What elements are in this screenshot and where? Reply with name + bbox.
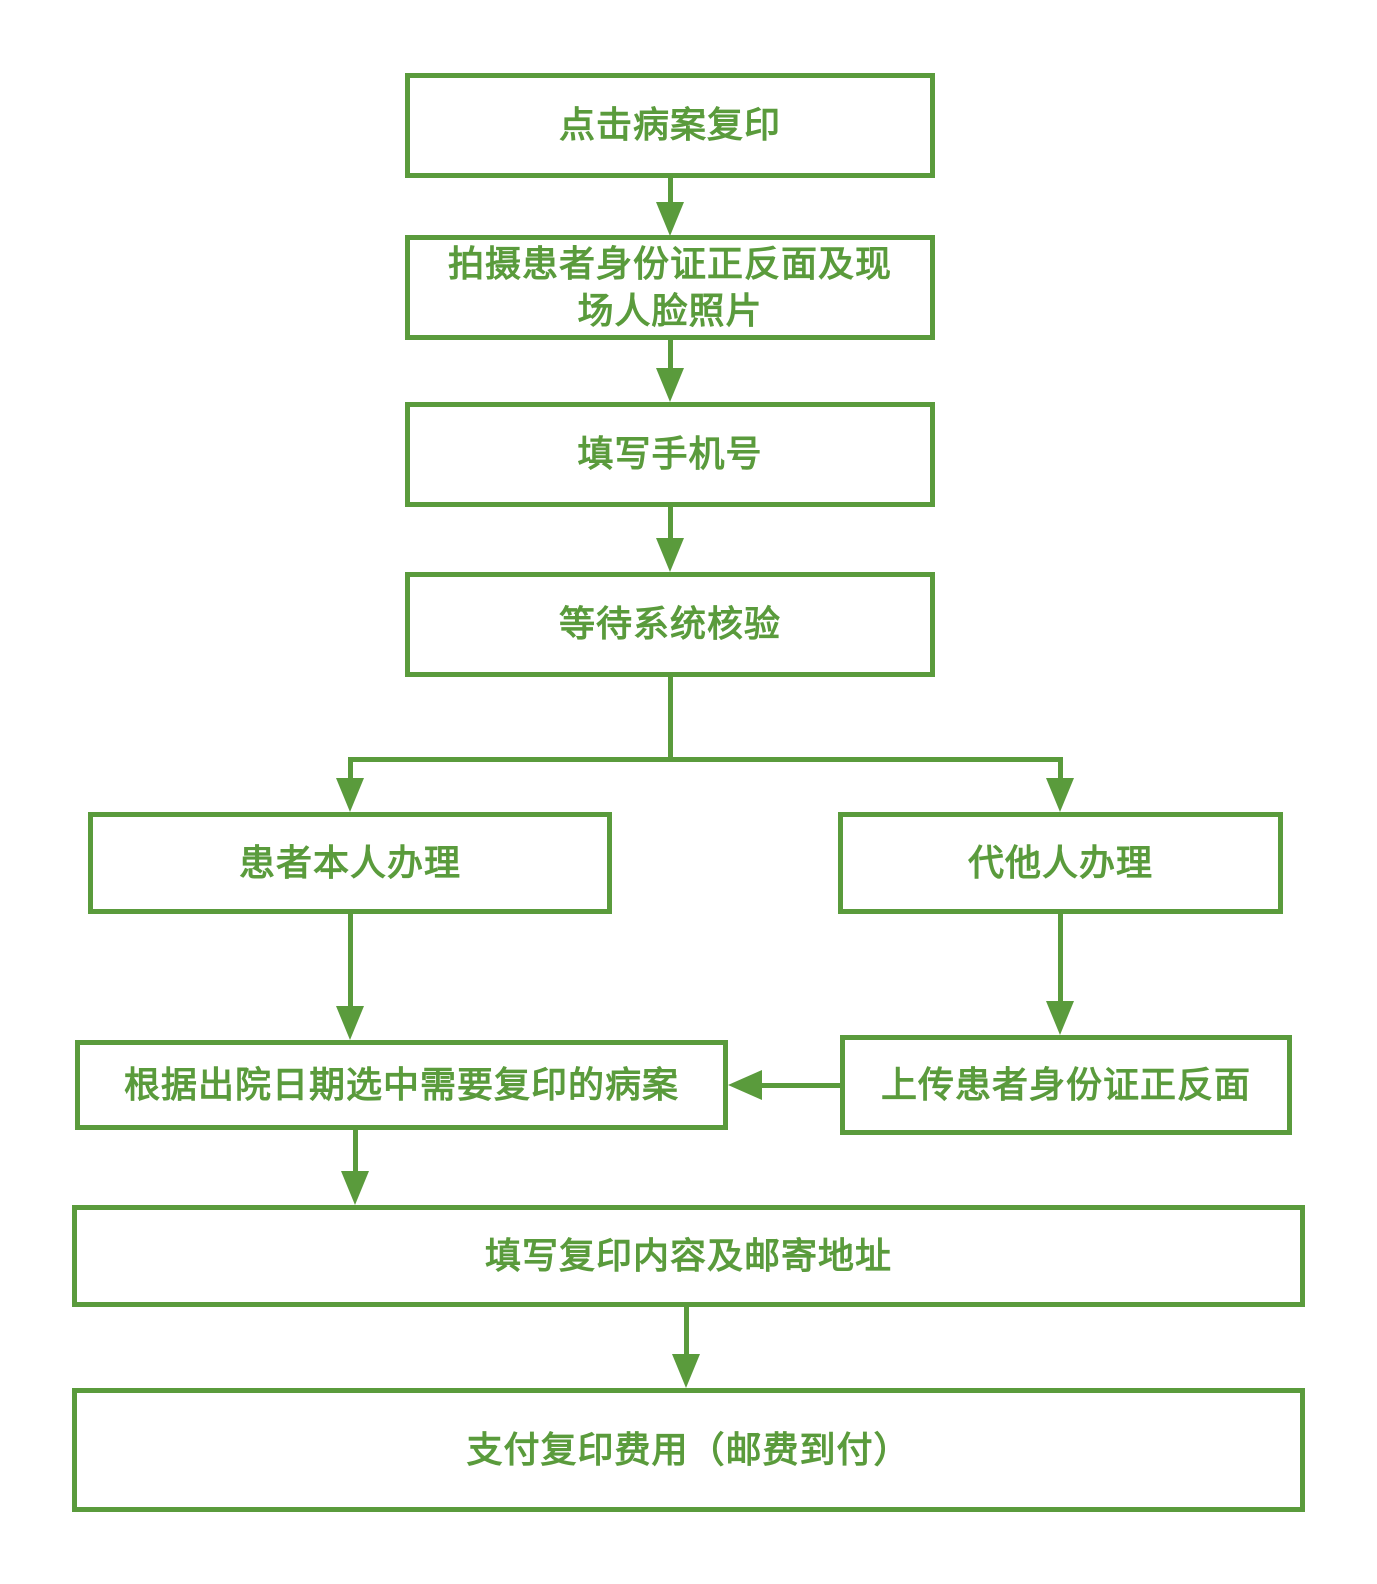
node-click-copy: 点击病案复印 — [405, 73, 935, 178]
arrow-stem — [762, 1083, 840, 1088]
arrowhead-down-icon — [656, 202, 684, 236]
node-label: 等待系统核验 — [558, 603, 781, 645]
arrow-stem — [668, 507, 673, 538]
arrowhead-down-icon — [656, 368, 684, 402]
node-label: 支付复印费用（邮费到付） — [466, 1428, 911, 1470]
node-photo-id-face: 拍摄患者身份证正反面及现 场人脸照片 — [405, 235, 935, 340]
node-label: 填写复印内容及邮寄地址 — [484, 1234, 892, 1276]
arrow-stem — [668, 178, 673, 202]
arrow-stem — [1058, 914, 1063, 1001]
arrowhead-down-icon — [1046, 778, 1074, 812]
node-label: 拍摄患者身份证正反面及现 场人脸照片 — [447, 242, 892, 331]
arrowhead-down-icon — [656, 538, 684, 572]
node-on-behalf: 代他人办理 — [838, 812, 1283, 914]
arrowhead-down-icon — [1046, 1001, 1074, 1035]
arrowhead-down-icon — [672, 1354, 700, 1388]
node-fill-content-address: 填写复印内容及邮寄地址 — [72, 1205, 1305, 1307]
node-label: 代他人办理 — [967, 841, 1153, 883]
connector-drop-left — [348, 757, 353, 778]
node-label: 填写手机号 — [577, 433, 763, 475]
arrow-stem — [668, 340, 673, 368]
node-pay-fee: 支付复印费用（邮费到付） — [72, 1388, 1305, 1512]
connector-drop-right — [1058, 757, 1063, 778]
arrowhead-down-icon — [336, 1006, 364, 1040]
node-fill-phone: 填写手机号 — [405, 402, 935, 507]
arrowhead-left-icon — [728, 1070, 762, 1100]
connector-stem — [668, 677, 673, 757]
node-label: 上传患者身份证正反面 — [880, 1063, 1251, 1105]
node-patient-self: 患者本人办理 — [88, 812, 612, 914]
node-upload-id: 上传患者身份证正反面 — [840, 1035, 1292, 1135]
node-label: 根据出院日期选中需要复印的病案 — [123, 1063, 679, 1105]
arrowhead-down-icon — [336, 778, 364, 812]
node-wait-verification: 等待系统核验 — [405, 572, 935, 677]
node-select-records: 根据出院日期选中需要复印的病案 — [75, 1040, 728, 1130]
arrow-stem — [348, 914, 353, 1006]
node-label: 点击病案复印 — [558, 104, 781, 146]
arrow-stem — [353, 1130, 358, 1171]
arrow-stem — [684, 1307, 689, 1354]
connector-crossbar — [348, 757, 1063, 762]
node-label: 患者本人办理 — [238, 841, 461, 883]
arrowhead-down-icon — [341, 1171, 369, 1205]
